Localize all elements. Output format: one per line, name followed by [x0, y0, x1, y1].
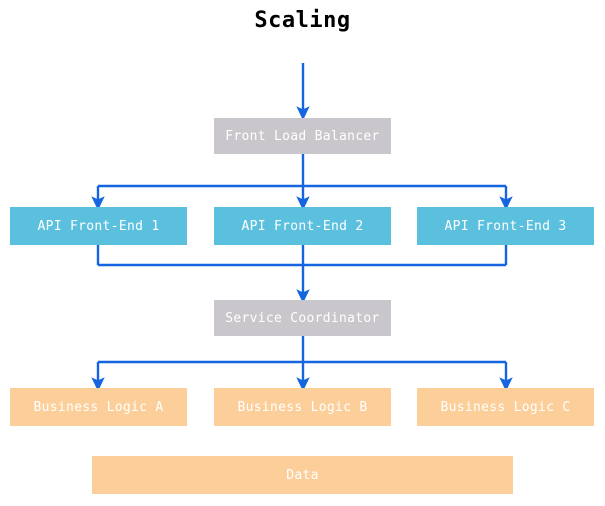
- node-service-coordinator-label: Service Coordinator: [225, 310, 380, 326]
- node-front-load-balancer-label: Front Load Balancer: [225, 128, 380, 144]
- node-data[interactable]: Data: [92, 456, 513, 494]
- page-title: Scaling: [254, 8, 351, 33]
- node-service-coordinator[interactable]: Service Coordinator: [214, 300, 391, 336]
- node-business-logic-c-label: Business Logic C: [440, 399, 571, 415]
- node-api-front-end-3[interactable]: API Front-End 3: [417, 207, 594, 245]
- node-api-front-end-2[interactable]: API Front-End 2: [214, 207, 391, 245]
- node-business-logic-b[interactable]: Business Logic B: [214, 388, 391, 426]
- node-business-logic-c[interactable]: Business Logic C: [417, 388, 594, 426]
- node-business-logic-b-label: Business Logic B: [237, 399, 368, 415]
- node-data-label: Data: [286, 467, 319, 483]
- node-business-logic-a-label: Business Logic A: [33, 399, 164, 415]
- node-business-logic-a[interactable]: Business Logic A: [10, 388, 187, 426]
- node-api-front-end-2-label: API Front-End 2: [241, 218, 364, 234]
- node-api-front-end-3-label: API Front-End 3: [444, 218, 567, 234]
- node-front-load-balancer[interactable]: Front Load Balancer: [214, 118, 391, 154]
- node-api-front-end-1[interactable]: API Front-End 1: [10, 207, 187, 245]
- node-api-front-end-1-label: API Front-End 1: [37, 218, 160, 234]
